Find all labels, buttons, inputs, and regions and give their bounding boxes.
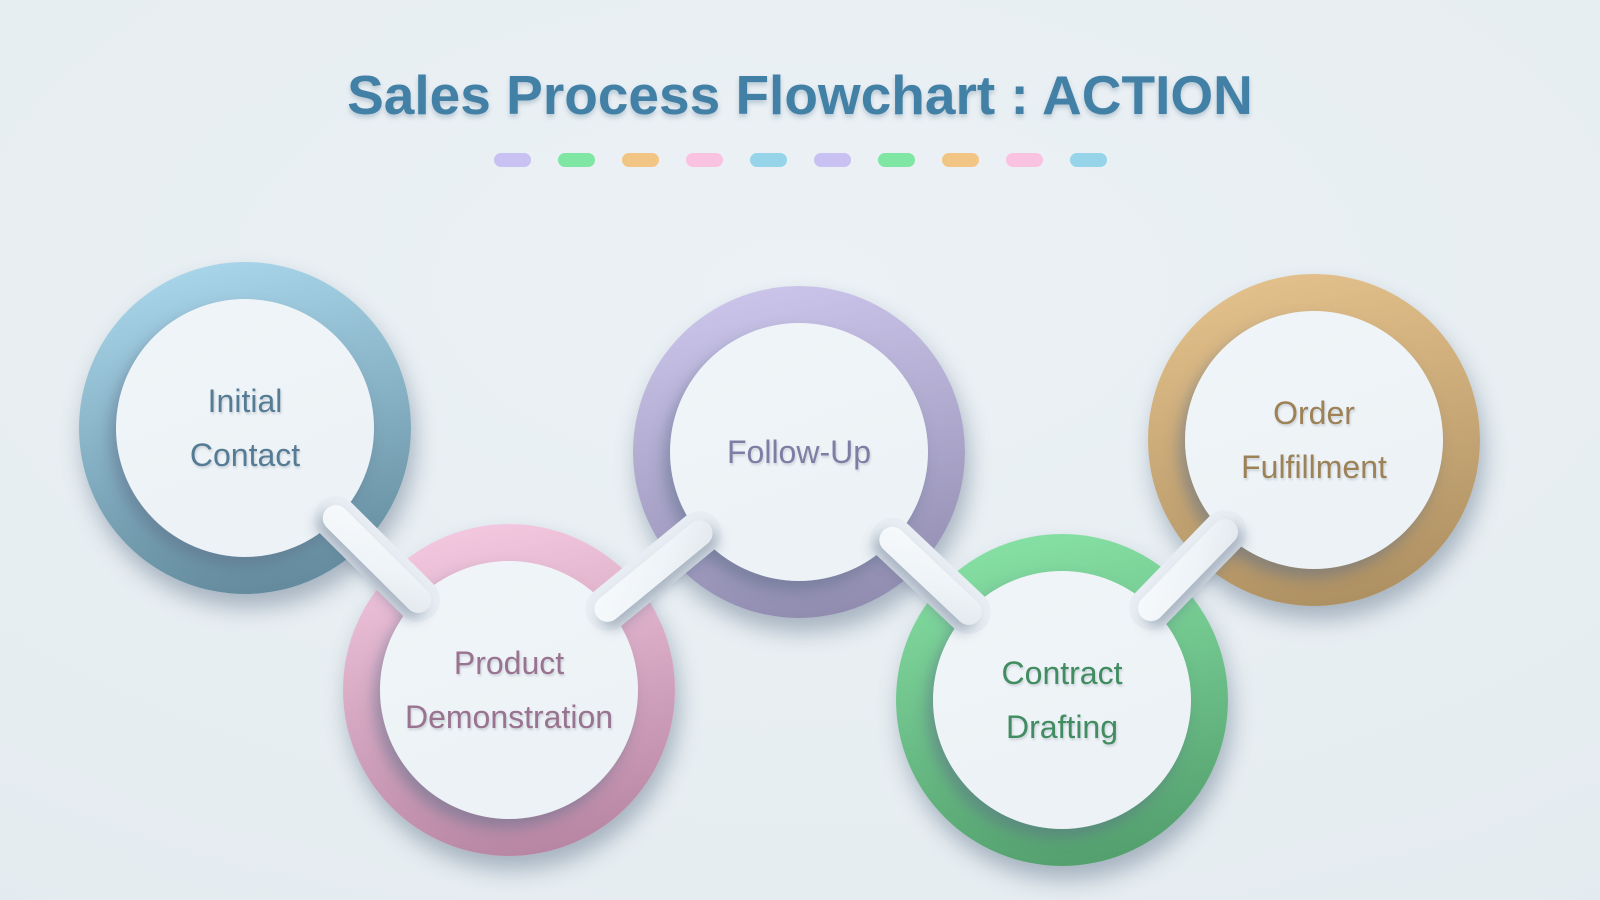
node-label-line: Initial: [207, 382, 283, 419]
node-label-line: Contact: [189, 436, 301, 473]
divider-dash: [1005, 153, 1043, 167]
node-label-line: Drafting: [1005, 708, 1119, 745]
node-label-line: Contract: [1001, 654, 1123, 691]
node-label: Follow-Up: [633, 286, 965, 618]
divider-dash: [493, 153, 531, 167]
node-label-line: Demonstration: [404, 698, 614, 735]
divider-dash: [685, 153, 723, 167]
divider-dash: [813, 153, 851, 167]
node-label-line: Product: [453, 644, 565, 681]
divider-dash: [877, 153, 915, 167]
node-label-line: Follow-Up: [726, 433, 872, 470]
divider-dash: [557, 153, 595, 167]
divider-dash: [749, 153, 787, 167]
node-label-line: Fulfillment: [1241, 448, 1387, 485]
divider-dash: [621, 153, 659, 167]
node-label-line: Order: [1273, 394, 1355, 431]
divider-dash: [941, 153, 979, 167]
page-title: Sales Process Flowchart : ACTION: [347, 64, 1253, 126]
divider-dash: [1069, 153, 1107, 167]
title-divider: [0, 153, 1600, 167]
